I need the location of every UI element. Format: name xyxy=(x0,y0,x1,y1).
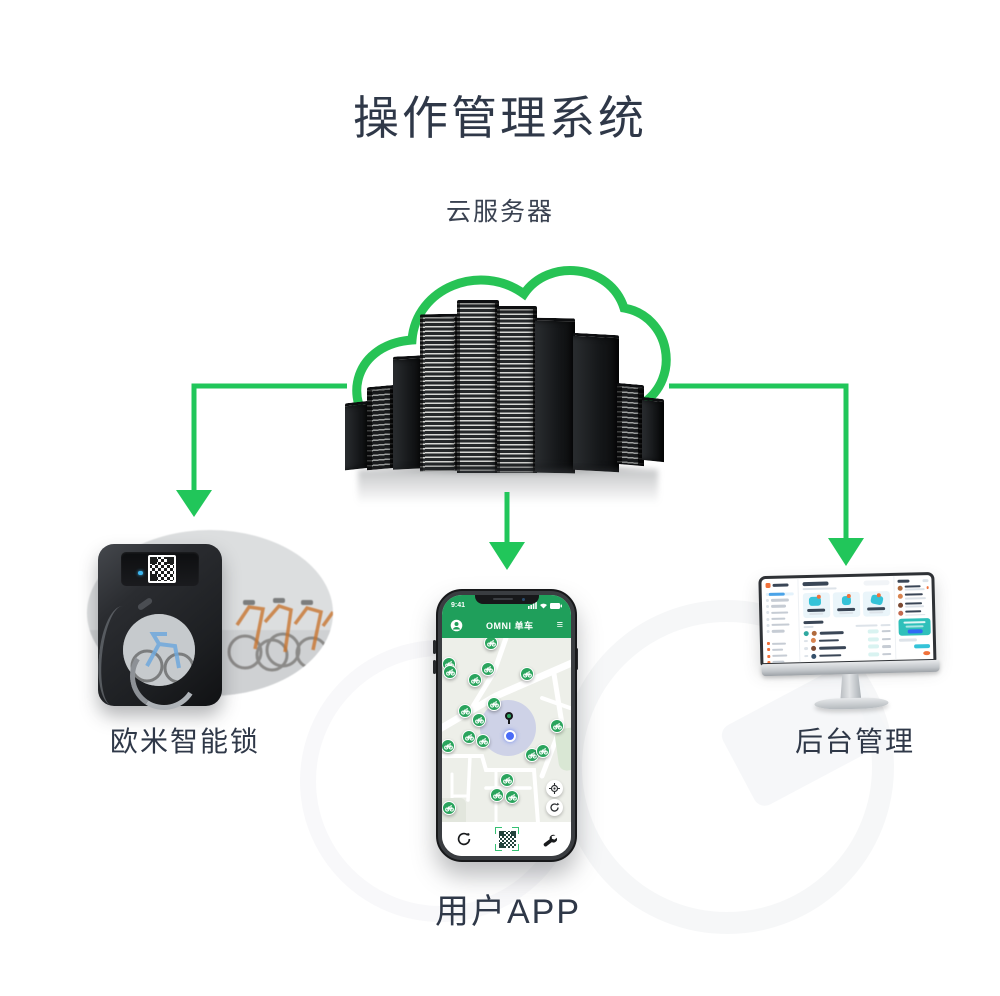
dashboard-table-row[interactable] xyxy=(803,636,891,644)
lock-qr-code-icon xyxy=(148,555,176,583)
bike-marker-icon[interactable] xyxy=(442,739,455,753)
phone-screen: 9:41 OMNI 单车 ≡ xyxy=(442,595,571,856)
dashboard-table-row[interactable] xyxy=(803,629,891,636)
server-shadow xyxy=(350,463,665,475)
phone-volume-button xyxy=(433,640,436,654)
phone-volume-button xyxy=(433,660,436,674)
bike-marker-icon[interactable] xyxy=(490,788,504,802)
bike-marker-icon[interactable] xyxy=(505,790,519,804)
dashboard-promo-button[interactable] xyxy=(907,628,923,634)
chat-user-row[interactable] xyxy=(898,601,929,608)
reset-icon[interactable] xyxy=(456,831,472,847)
dashboard-table-row[interactable] xyxy=(804,652,892,659)
refresh-icon xyxy=(550,802,560,812)
menu-icon[interactable]: ≡ xyxy=(556,619,563,631)
chat-user-row[interactable] xyxy=(898,610,929,616)
monitor-stand xyxy=(840,674,862,701)
dashboard-card[interactable] xyxy=(832,591,861,617)
admin-monitor xyxy=(758,571,941,716)
app-node-label: 用户APP xyxy=(434,893,582,931)
monitor-base xyxy=(814,697,889,710)
dashboard-main xyxy=(798,576,895,662)
dashboard-promo-panel xyxy=(898,618,931,637)
status-time: 9:41 xyxy=(451,602,466,609)
wrench-icon[interactable] xyxy=(542,832,557,847)
bike-marker-icon[interactable] xyxy=(472,713,486,727)
bike-marker-icon[interactable] xyxy=(458,704,472,718)
bike-marker-icon[interactable] xyxy=(484,638,498,650)
dashboard-active-nav-item[interactable] xyxy=(765,592,794,596)
dashboard-screenshot xyxy=(761,574,934,664)
bike-marker-icon[interactable] xyxy=(443,665,457,679)
qr-scan-button[interactable] xyxy=(495,827,519,851)
chat-user-row[interactable] xyxy=(897,585,929,591)
dashboard-card[interactable] xyxy=(862,590,891,617)
chat-bubble xyxy=(914,644,931,649)
dashboard-right-panel xyxy=(893,574,934,660)
dashboard-logo-icon xyxy=(765,582,771,589)
chat-user-row[interactable] xyxy=(897,593,929,600)
bike-marker-icon[interactable] xyxy=(462,730,476,744)
bike-marker-icon[interactable] xyxy=(487,697,501,711)
lock-node-label: 欧米智能锁 xyxy=(109,726,260,757)
user-location-dot xyxy=(504,730,516,742)
bike-marker-icon[interactable] xyxy=(476,734,490,748)
locate-icon xyxy=(549,783,560,794)
signal-icon xyxy=(528,602,537,609)
monitor-screen xyxy=(758,571,937,667)
wifi-icon xyxy=(540,603,547,609)
bike-marker-icon[interactable] xyxy=(481,662,495,676)
page-title: 操作管理系统 xyxy=(353,92,647,144)
server-rack-cluster xyxy=(345,298,667,508)
dashboard-sidebar xyxy=(761,578,801,664)
app-title: OMNI 单车 xyxy=(486,621,534,631)
phone-status-bar: 9:41 xyxy=(442,595,571,613)
qr-scan-icon xyxy=(498,830,516,848)
app-header: OMNI 单车 ≡ xyxy=(442,613,571,638)
bike-marker-icon[interactable] xyxy=(500,773,514,787)
bike-marker-icon[interactable] xyxy=(520,667,534,681)
smart-lock-opening xyxy=(123,614,195,686)
map-refresh-button[interactable] xyxy=(546,799,563,816)
lock-led-indicator xyxy=(138,571,143,575)
bike-marker-icon[interactable] xyxy=(468,673,482,687)
smartphone-mockup: 9:41 OMNI 单车 ≡ xyxy=(436,589,577,862)
admin-node-label: 后台管理 xyxy=(794,726,915,757)
bike-marker-icon[interactable] xyxy=(536,744,550,758)
app-toolbar xyxy=(442,822,571,856)
battery-icon xyxy=(550,602,562,609)
app-map[interactable] xyxy=(442,638,571,822)
dashboard-search-field[interactable] xyxy=(863,580,890,586)
cloud-server-label: 云服务器 xyxy=(445,198,554,226)
chat-send-button[interactable] xyxy=(923,650,931,656)
bike-marker-icon[interactable] xyxy=(550,719,564,733)
cloud-outline xyxy=(352,266,671,437)
server-reflection xyxy=(358,470,658,504)
phone-notch xyxy=(474,595,539,604)
chat-bubble xyxy=(898,638,917,643)
dashboard-card[interactable] xyxy=(802,592,831,618)
selected-bike-pin xyxy=(505,712,513,724)
bike-marker-icon[interactable] xyxy=(442,801,456,815)
locate-button[interactable] xyxy=(546,780,563,797)
person-icon[interactable] xyxy=(450,619,463,632)
dashboard-table-row[interactable] xyxy=(804,644,892,651)
